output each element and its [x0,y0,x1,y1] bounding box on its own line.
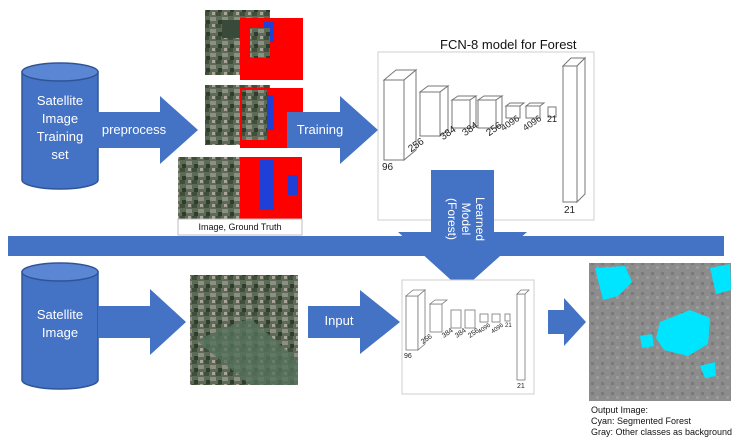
to-test-image-arrow [98,289,186,355]
output-arrow [548,298,586,346]
output-caption-line-3: Gray: Other classes as background [591,427,733,437]
training-label: Training [296,122,344,137]
output-caption-line-1: Output Image: [591,405,649,415]
output-caption: Output Image: Cyan: Segmented Forest Gra… [591,405,739,438]
learned-model-label: Learned Model (Forest) [438,176,488,241]
small-label-21a: 21 [505,323,512,329]
big-label-21b: 21 [564,205,576,216]
test-source-label: Satellite Image [22,306,98,342]
small-label-21b: 21 [517,383,525,390]
big-label-96: 96 [382,162,394,173]
training-data-cylinder [21,62,99,190]
training-arrow [287,96,378,164]
ground-truth-caption-box [177,218,303,236]
training-line-2: Image [41,111,79,126]
preprocess-label: preprocess [101,122,167,137]
learned-model-arrow [398,170,527,290]
small-label-96: 96 [404,353,412,360]
fcn-big-layers [382,56,587,204]
test-line-1: Satellite [36,307,84,322]
ground-truth-large [240,157,302,219]
model-title: FCN-8 model for Forest [440,37,577,52]
training-line-4: set [51,147,69,162]
big-label-21a: 21 [547,114,558,124]
test-satellite-image [190,275,298,385]
training-image-large [178,157,240,219]
preprocess-arrow [96,96,198,164]
separator-band [8,236,724,256]
ground-truth-caption: Image, Ground Truth [198,222,282,232]
test-data-cylinder [21,262,99,390]
input-arrow [308,290,400,354]
training-line-1: Satellite [36,93,84,108]
learned-line-2: Model [459,202,473,236]
learned-model-text: Learned Model (Forest) [445,169,487,269]
learned-line-1: Learned [473,196,487,242]
ground-truth-tile-1 [240,18,303,80]
test-line-2: Image [41,325,79,340]
learned-line-3: (Forest) [445,198,459,240]
training-line-3: Training [36,129,84,144]
fcn-small-layers [404,289,530,381]
training-source-label: Satellite Image Training set [22,92,98,164]
input-label: Input [324,313,354,328]
output-image [589,263,731,401]
output-caption-line-2: Cyan: Segmented Forest [591,416,692,426]
